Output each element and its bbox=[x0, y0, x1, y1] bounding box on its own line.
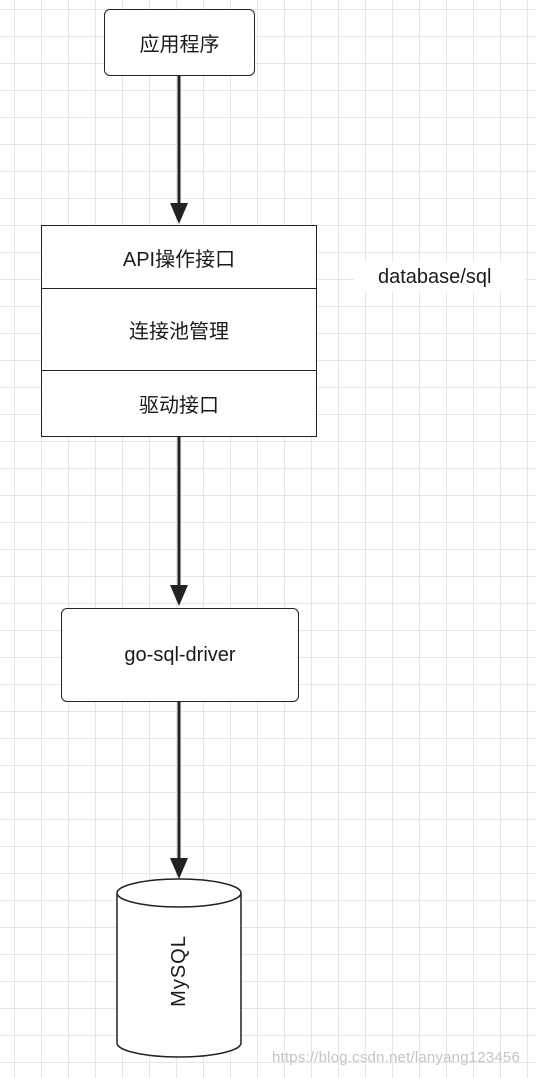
arrow-dbsql-to-driver bbox=[170, 437, 188, 606]
arrow-driver-to-mysql bbox=[170, 702, 188, 879]
driver-interface-section: 驱动接口 bbox=[42, 371, 316, 435]
api-section-label: API操作接口 bbox=[122, 248, 236, 271]
mysql-cylinder bbox=[116, 878, 242, 1058]
app-node-label: 应用程序 bbox=[139, 34, 220, 56]
mysql-label: MySQL bbox=[167, 935, 190, 1007]
database-sql-label: database/sql bbox=[354, 262, 524, 292]
driver-node-label: go-sql-driver bbox=[124, 643, 236, 666]
database-sql-node: API操作接口 连接池管理 驱动接口 bbox=[41, 225, 317, 437]
api-section: API操作接口 bbox=[42, 226, 316, 289]
pool-section-label: 连接池管理 bbox=[129, 321, 229, 343]
app-node: 应用程序 bbox=[104, 9, 255, 76]
driver-interface-label: 驱动接口 bbox=[139, 394, 219, 417]
driver-node: go-sql-driver bbox=[61, 608, 299, 702]
pool-section: 连接池管理 bbox=[42, 289, 316, 371]
watermark: https://blog.csdn.net/lanyang123456 bbox=[272, 1049, 521, 1066]
arrow-app-to-dbsql bbox=[170, 76, 188, 224]
